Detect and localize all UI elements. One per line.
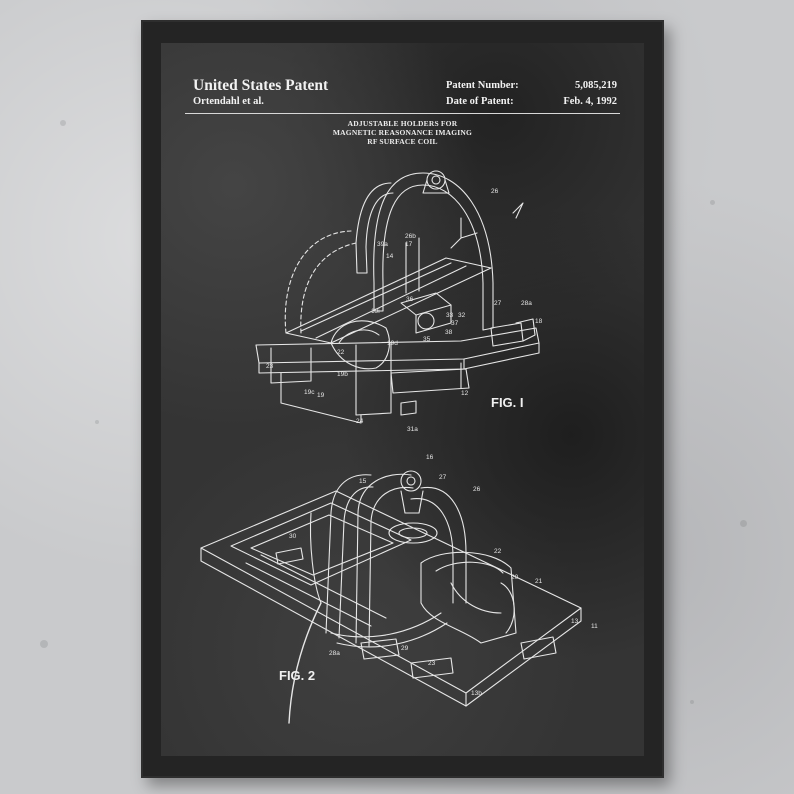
callout-fig1: 14 [386,253,394,260]
callout-fig1: 19i [371,308,380,315]
callout-fig1: 38 [445,329,453,336]
callout-fig1: 12 [461,390,469,397]
callout-fig1: 22 [337,349,345,356]
patent-poster: United States Patent Ortendahl et al. Pa… [161,43,644,756]
callout-fig1: 19d [387,340,398,347]
header-rule [185,113,620,114]
callout-fig2: 22 [494,548,502,555]
callout-fig1: 26 [491,188,499,195]
callout-fig1: 39a [377,241,388,248]
figure-2-callouts: 16 27 15 26 30 22 20 21 13 11 28a 29 23 … [289,454,598,697]
patent-header-title: United States Patent [193,77,329,94]
callout-fig1: 17 [405,241,413,248]
callout-fig2: 26 [473,486,481,493]
callout-fig1: 35 [423,336,431,343]
callout-fig1: 26b [405,233,416,240]
callout-fig1: 19c [304,389,315,396]
figure-1-callouts: 26 26b 17 39a 14 36 19i 33 32 37 38 27 2… [266,188,543,433]
callout-fig1: 19b [337,371,348,378]
callout-fig2: 16 [426,454,434,461]
callout-fig2: 13b [471,690,482,697]
callout-fig2: 13 [571,618,579,625]
callout-fig2: 27 [439,474,447,481]
patent-title-line-1: ADJUSTABLE HOLDERS FOR [347,119,458,128]
callout-fig1: 23 [266,363,274,370]
callout-fig1: 37 [451,320,459,327]
callout-fig2: 20 [511,574,519,581]
patent-date-value: Feb. 4, 1992 [563,96,617,107]
callout-fig1: 33 [446,312,454,319]
callout-fig1: 36 [406,296,414,303]
patent-date-label: Date of Patent: [446,96,514,107]
callout-fig2: 28a [329,650,340,657]
callout-fig2: 11 [591,623,598,630]
callout-fig2: 15 [359,478,367,485]
callout-fig1: 31a [407,426,418,433]
callout-fig1: 28a [521,300,532,307]
figure-1-drawing [255,170,540,424]
callout-fig2: 30 [289,533,297,540]
callout-fig2: 23 [428,660,436,667]
callout-fig2: 21 [535,578,543,585]
patent-number-label: Patent Number: [446,80,519,91]
figure-2-drawing [200,470,582,724]
figure-2-label: FIG. 2 [279,668,316,683]
callout-fig1: 18 [535,318,543,325]
figure-1-label: FIG. I [491,395,524,410]
callout-fig1: 27 [494,300,502,307]
callout-fig1: 19 [317,392,325,399]
patent-title-line-3: RF SURFACE COIL [367,137,438,146]
patent-inventor: Ortendahl et al. [193,96,264,107]
patent-title-line-2: MAGNETIC REASONANCE IMAGING [332,128,473,137]
callout-fig1: 32 [458,312,466,319]
callout-fig1: 24 [356,418,364,425]
callout-fig2: 29 [401,645,409,652]
patent-number-value: 5,085,219 [575,80,617,91]
